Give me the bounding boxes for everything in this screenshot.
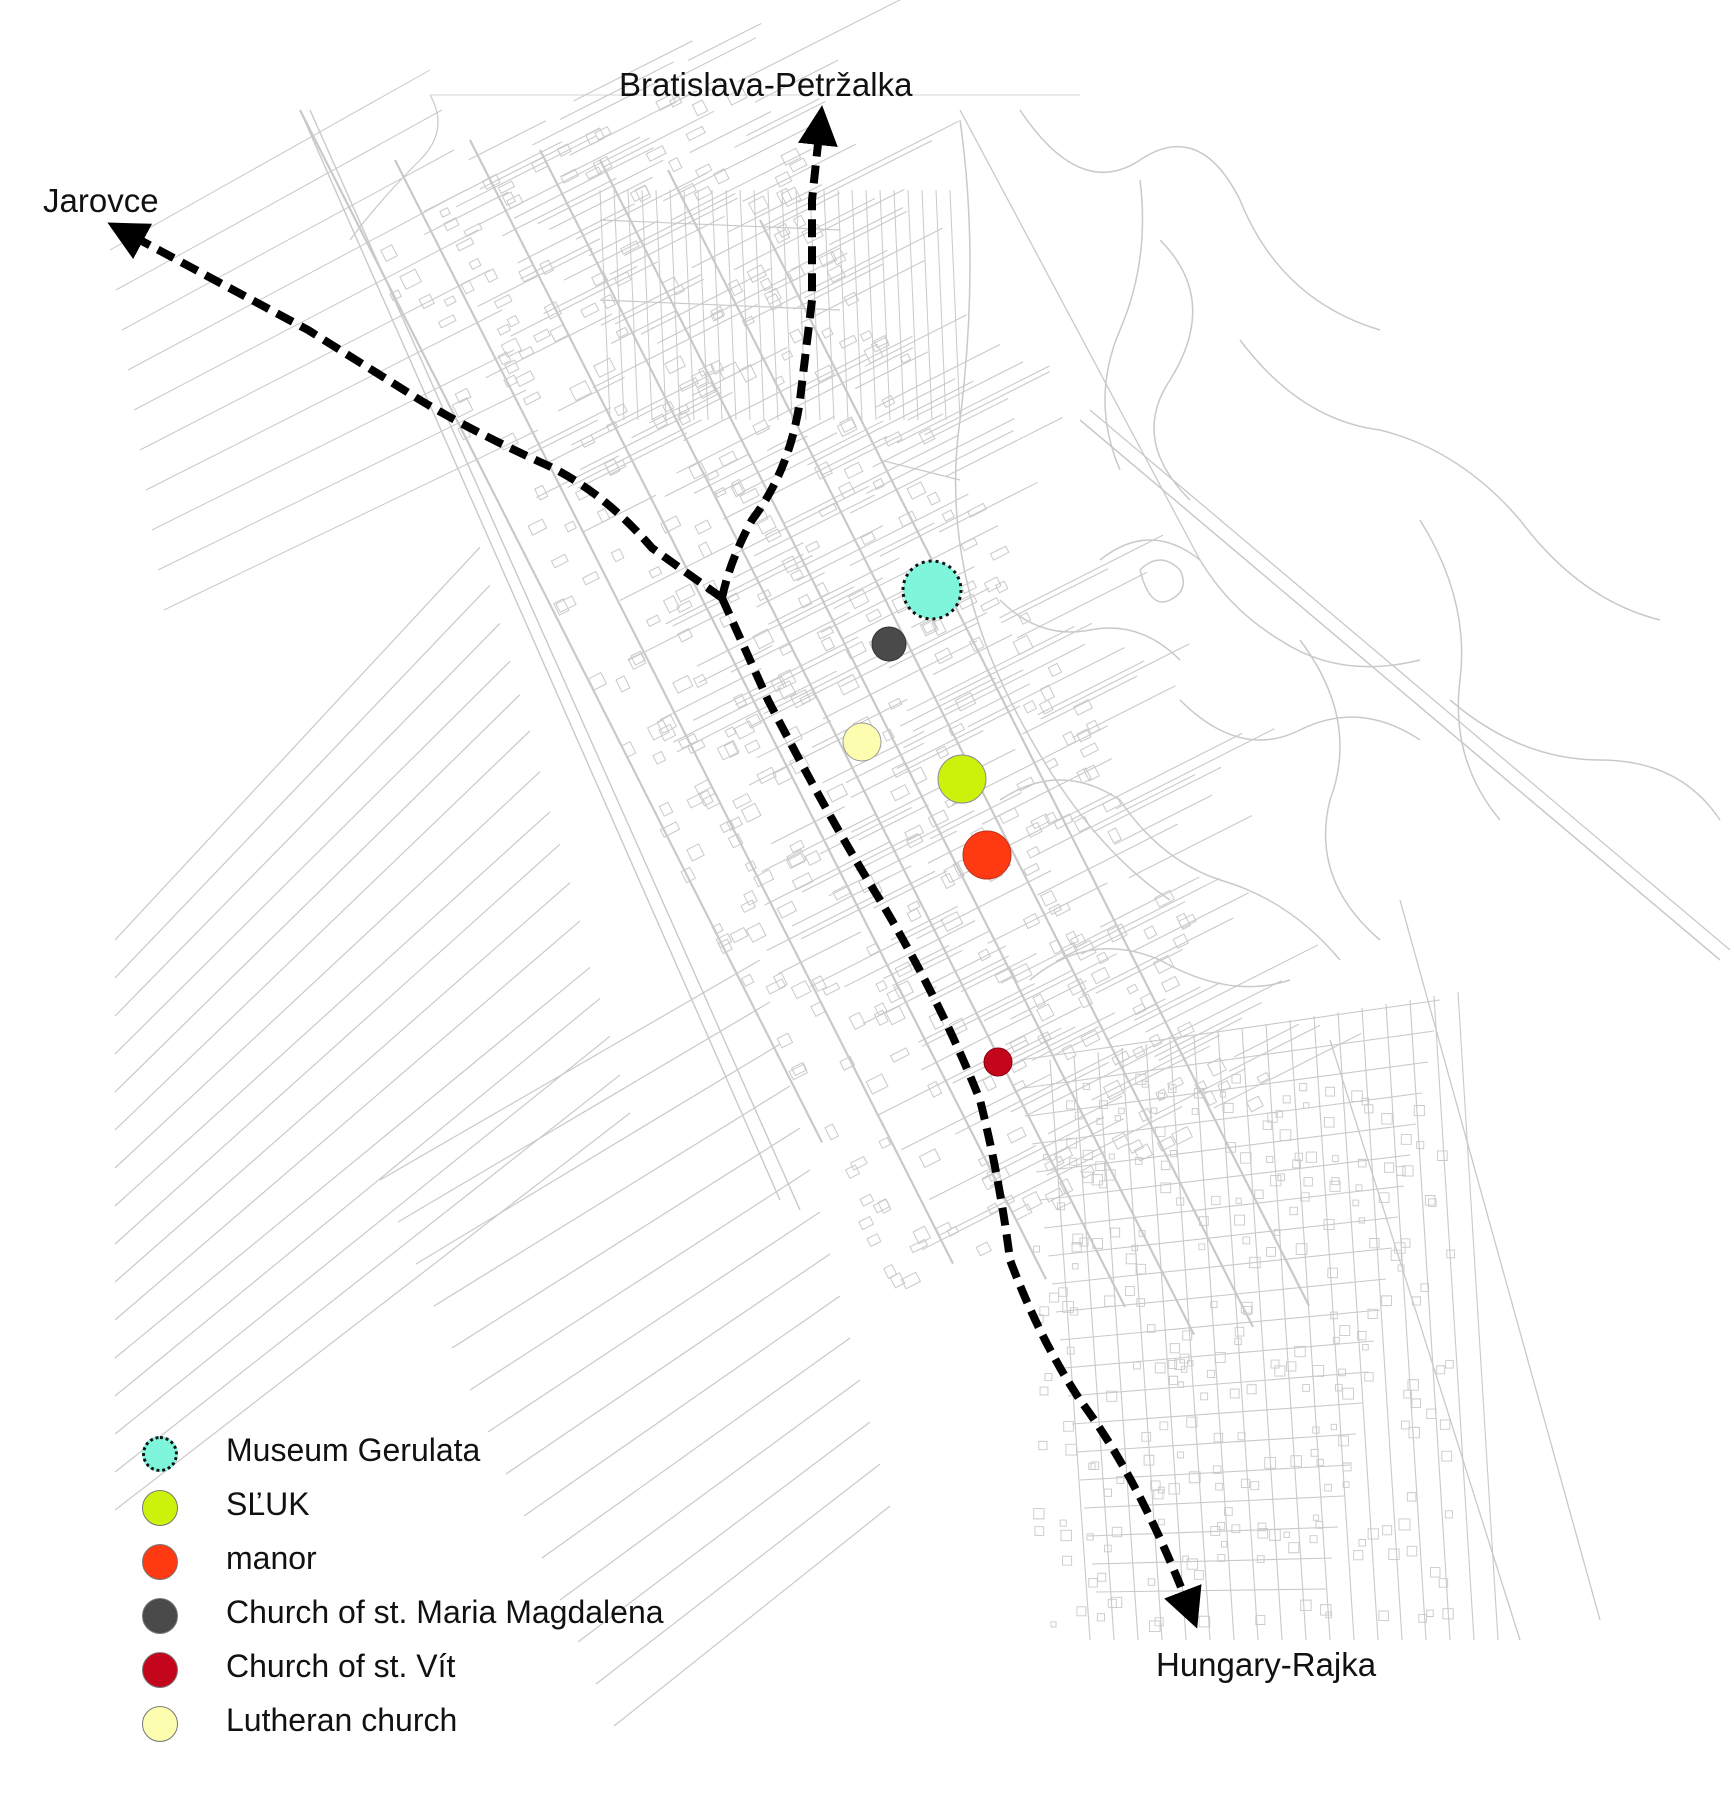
circle-icon [142,1490,178,1526]
destination-label-petrzalka: Bratislava-Petržalka [619,66,913,103]
legend-label: Church of st. Vít [226,1648,456,1684]
church-maria-magdalena-marker[interactable] [871,626,907,662]
legend-item-sluk: SĽUK [138,1484,778,1538]
circle-icon [142,1706,178,1742]
manor-marker[interactable] [962,830,1012,880]
legend-item-church-maria-magdalena: Church of st. Maria Magdalena [138,1592,778,1646]
circle-icon [142,1544,178,1580]
legend-item-lutheran-church: Lutheran church [138,1700,778,1754]
museum-gerulata-marker[interactable] [901,559,963,621]
map-legend: Museum Gerulata SĽUK manor Church of st.… [138,1430,778,1754]
destination-label-jarovce: Jarovce [43,182,159,219]
legend-label: SĽUK [226,1486,310,1522]
dotted-circle-icon [142,1436,178,1472]
circle-icon [142,1598,178,1634]
legend-label: Lutheran church [226,1702,458,1738]
legend-label: manor [226,1540,317,1576]
legend-label: Church of st. Maria Magdalena [226,1594,664,1630]
sluk-marker[interactable] [937,754,987,804]
destination-label-rajka: Hungary-Rajka [1156,1646,1377,1683]
legend-label: Museum Gerulata [226,1432,481,1468]
street-map-lines [109,0,1731,1727]
map-markers [842,559,1013,1077]
legend-item-church-st-vit: Church of st. Vít [138,1646,778,1700]
church-st-vit-marker[interactable] [983,1047,1013,1077]
route-to-petrzalka [718,105,838,599]
route-to-rajka [718,596,1202,1629]
legend-item-museum-gerulata: Museum Gerulata [138,1430,778,1484]
route-to-jarovce [107,222,725,602]
route-lines [107,105,1202,1629]
legend-item-manor: manor [138,1538,778,1592]
circle-icon [142,1652,178,1688]
lutheran-church-marker[interactable] [842,722,882,762]
